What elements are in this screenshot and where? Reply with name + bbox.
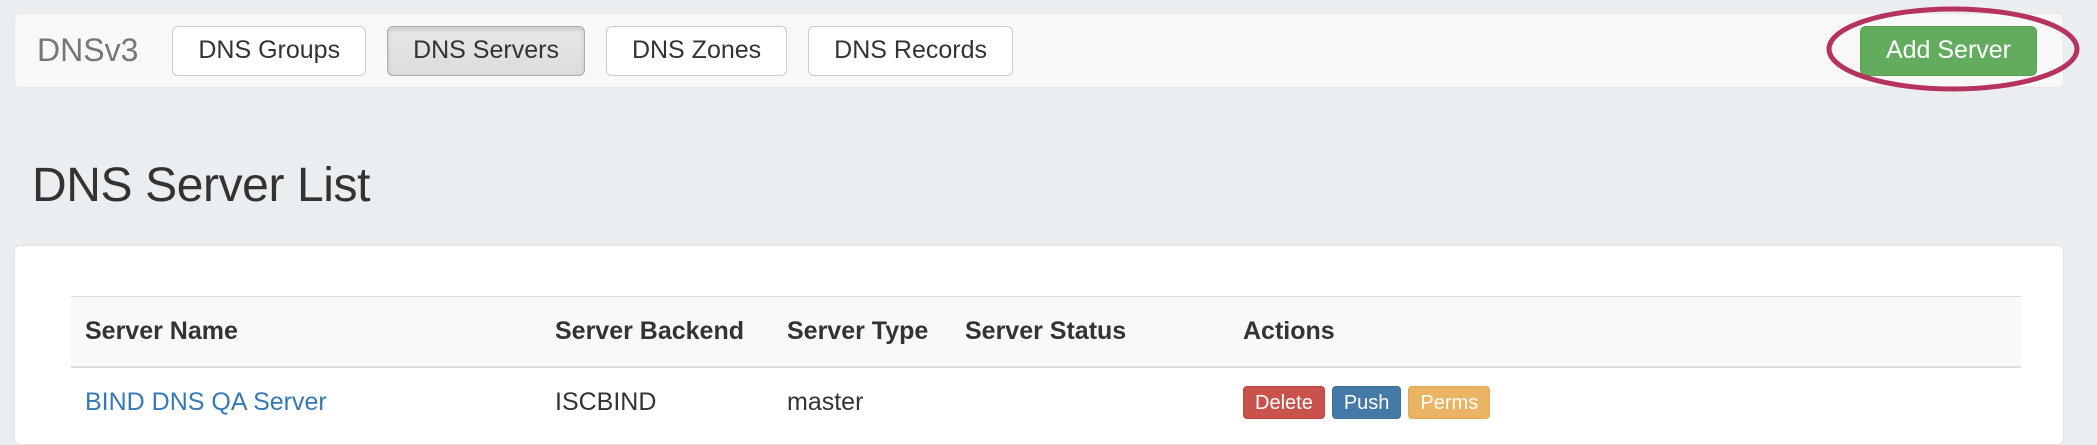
top-navbar: DNSv3 DNS Groups DNS Servers DNS Zones D… (14, 13, 2064, 88)
column-header-server-status[interactable]: Server Status (951, 296, 1229, 368)
tab-dns-zones-label: DNS Zones (631, 36, 762, 64)
tab-dns-records[interactable]: DNS Records (808, 25, 1013, 76)
column-header-server-type[interactable]: Server Type (773, 296, 951, 368)
tab-dns-groups[interactable]: DNS Groups (172, 25, 367, 76)
column-header-server-name[interactable]: Server Name (71, 296, 541, 368)
perms-button[interactable]: Perms (1408, 386, 1491, 419)
app-brand[interactable]: DNSv3 (37, 31, 139, 68)
tab-dns-groups-label: DNS Groups (198, 36, 341, 64)
add-server-button[interactable]: Add Server (1859, 25, 2037, 76)
cell-server-type: master (787, 388, 864, 416)
column-header-server-backend[interactable]: Server Backend (541, 296, 773, 368)
push-button[interactable]: Push (1331, 386, 1402, 419)
cell-server-backend: ISCBIND (555, 388, 657, 416)
cell-server-status (951, 367, 1229, 437)
table-header: Server Name Server Backend Server Type S… (71, 296, 2021, 368)
cell-actions: Delete Push Perms (1229, 367, 2021, 437)
tab-dns-zones[interactable]: DNS Zones (605, 25, 788, 76)
server-name-link[interactable]: BIND DNS QA Server (85, 388, 327, 416)
dns-server-table: Server Name Server Backend Server Type S… (71, 296, 2021, 437)
add-server-label: Add Server (1885, 36, 2011, 64)
column-header-actions: Actions (1229, 296, 2021, 368)
tab-dns-servers[interactable]: DNS Servers (387, 25, 585, 76)
tab-dns-servers-label: DNS Servers (413, 36, 559, 64)
server-list-card: Server Name Server Backend Server Type S… (14, 245, 2064, 445)
page-title: DNS Server List (32, 159, 371, 212)
cell-server-name: BIND DNS QA Server (71, 367, 541, 437)
table-row: BIND DNS QA Server ISCBIND master Delete… (71, 367, 2021, 437)
action-button-group: Delete Push Perms (1243, 386, 2021, 419)
nav-tab-list: DNS Groups DNS Servers DNS Zones DNS Rec… (172, 25, 1860, 76)
delete-button[interactable]: Delete (1243, 386, 1325, 419)
tab-dns-records-label: DNS Records (834, 36, 987, 64)
table-body: BIND DNS QA Server ISCBIND master Delete… (71, 367, 2021, 437)
table-header-row: Server Name Server Backend Server Type S… (71, 296, 2021, 368)
